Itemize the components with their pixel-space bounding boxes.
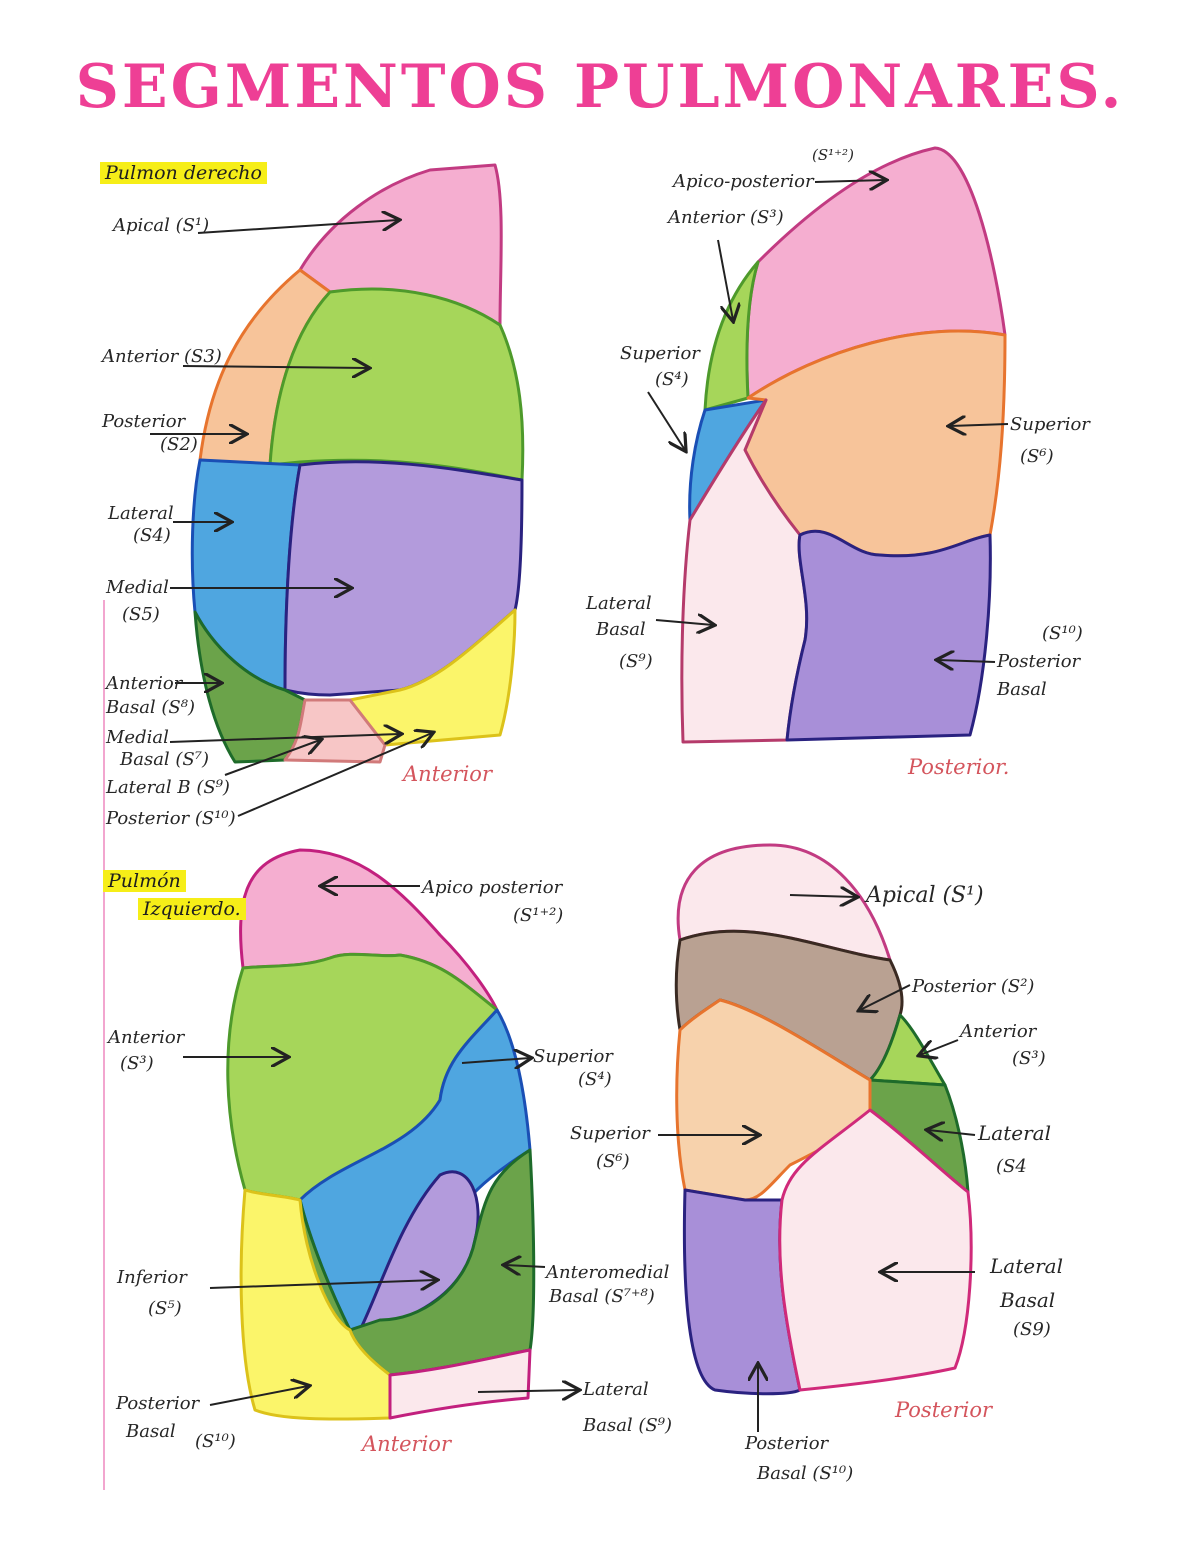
label-superior: Superior [533,1046,613,1067]
label-superior-left-code: (S⁶) [596,1151,630,1172]
label-lateral: Lateral [108,503,174,524]
right-anterior-arrows [150,220,432,817]
label-lateral-basal-left: Lateral [990,1254,1063,1278]
left-lung-anterior [226,848,536,1421]
label-superior-s4: Superior [620,343,700,364]
label-medial: Medial [106,577,169,598]
right-lung-posterior [680,146,1007,744]
label-anterior-left-code: (S³) [1012,1048,1046,1069]
label-apical: Apical (S¹) [113,215,210,236]
label-anterior-left: Anterior [960,1021,1037,1042]
label-posterior-basal-left-code: Basal (S¹⁰) [757,1463,854,1484]
label-apico-posterior-code: (S¹⁺²) [812,146,854,164]
label-posterior-basal: Posterior [116,1393,200,1414]
label-lateral-basal-code: Basal (S⁹) [583,1415,672,1436]
seg-posterior-basal [785,529,992,742]
label-lateral-code: (S4) [133,525,171,546]
label-medial-basal-code: Basal (S⁷) [120,749,209,770]
seg-posterior-basal [239,1188,392,1421]
label-apico-posterior: Apico-posterior [673,171,814,192]
view-label-posterior-left: Posterior [895,1398,993,1422]
label-posterior-basal-2: Basal [997,679,1047,700]
label-posterior-basal: Posterior [997,651,1081,672]
view-label-anterior-left: Anterior [362,1432,451,1456]
right-posterior-arrows [647,180,1009,662]
label-posterior: Posterior [102,411,186,432]
label-lateral-b: Lateral B (S⁹) [106,777,230,798]
label-posterior-basal-code: (S¹⁰) [195,1431,236,1452]
label-posterior-basal-code: (S¹⁰) [1042,623,1083,644]
label-lateral-left: Lateral [978,1121,1051,1145]
label-anterior-basal: Anterior [106,673,183,694]
label-superior-s6-code: (S⁶) [1020,446,1054,467]
left-anterior-arrows [183,886,578,1406]
left-posterior-arrows [658,895,976,1432]
label-apico-posterior: Apico posterior [422,877,563,898]
right-lung-anterior [190,163,525,764]
view-label-anterior: Anterior [403,762,492,786]
label-superior-s6: Superior [1010,414,1090,435]
label-medial-basal: Medial [106,727,169,748]
left-lung-posterior [674,843,973,1396]
label-posterior-basal-left: Posterior [745,1433,829,1454]
label-inferior-code: (S⁵) [148,1298,182,1319]
label-superior-s4-code: (S⁴) [655,369,689,390]
label-posterior-code: (S2) [160,434,198,455]
label-anterior-basal-code: Basal (S⁸) [106,697,195,718]
label-posterior-basal-2: Basal [126,1421,176,1442]
label-anterior-code: (S³) [120,1053,154,1074]
label-posterior-basal: Posterior (S¹⁰) [106,808,236,829]
label-inferior: Inferior [117,1267,187,1288]
label-lateral-basal-left-code: (S9) [1013,1319,1051,1340]
label-lateral-basal-left-2: Basal [1000,1288,1056,1312]
label-posterior-left: Posterior (S²) [912,976,1035,997]
right-lung-heading: Pulmon derecho [100,162,267,184]
left-lung-heading: Pulmón [103,870,186,892]
label-lateral-left-code: (S4 [996,1156,1027,1177]
label-lateral-basal: Lateral [583,1379,649,1400]
seg-lateral-basal [778,1108,973,1392]
page-title: SEGMENTOS PULMONARES. [75,52,1125,122]
label-apical-left: Apical (S¹) [866,883,984,908]
label-lateral-basal-2: Basal [596,619,646,640]
label-lateral-basal-code: (S⁹) [619,651,653,672]
label-lateral-basal: Lateral [586,593,652,614]
label-anterior: Anterior [108,1027,185,1048]
label-anteromedial-code: Basal (S⁷⁺⁸) [549,1286,655,1307]
seg-lateral-basal [388,1348,532,1420]
label-anterior: Anterior (S3) [102,346,222,367]
label-medial-code: (S5) [122,604,160,625]
label-anteromedial: Anteromedial [546,1262,670,1283]
left-lung-heading-2: Izquierdo. [138,898,246,920]
label-superior-code: (S⁴) [578,1069,612,1090]
label-apico-posterior-code: (S¹⁺²) [513,905,564,926]
view-label-posterior: Posterior. [908,755,1010,779]
label-superior-left: Superior [570,1123,650,1144]
label-anterior: Anterior (S³) [668,207,784,228]
